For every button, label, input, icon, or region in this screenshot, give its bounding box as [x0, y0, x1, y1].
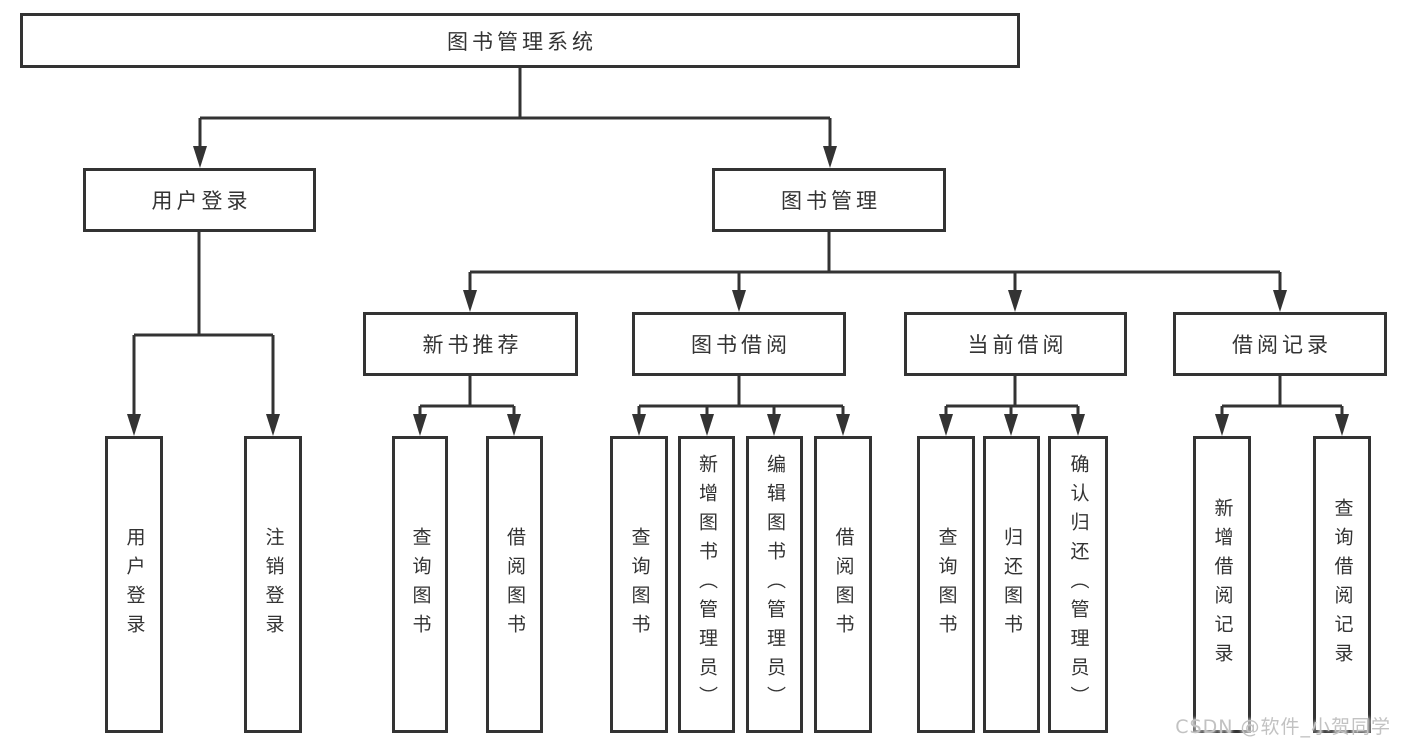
- leaf-add-borrow-record: 新增借阅记录: [1193, 436, 1251, 733]
- connector-root-to-level1: [193, 68, 837, 168]
- connector-book-borrow-children: [632, 376, 850, 436]
- node-borrow-records: 借阅记录: [1173, 312, 1387, 376]
- leaf-label: 查询图书: [409, 526, 432, 643]
- leaf-return-book: 归还图书: [983, 436, 1040, 733]
- connector-book-management-children: [463, 232, 1287, 312]
- leaf-edit-book-admin: 编辑图书（管理员）: [746, 436, 803, 733]
- leaf-label: 确认归还（管理员）: [1067, 454, 1090, 715]
- leaf-borrow-books-recommend: 借阅图书: [486, 436, 543, 733]
- leaf-query-books-borrow: 查询图书: [610, 436, 668, 733]
- leaf-query-borrow-record: 查询借阅记录: [1313, 436, 1371, 733]
- leaf-user-login: 用户登录: [105, 436, 163, 733]
- leaf-label: 查询图书: [935, 526, 958, 643]
- leaf-label: 归还图书: [1000, 526, 1023, 643]
- leaf-label: 新增借阅记录: [1211, 497, 1234, 672]
- leaf-query-books-recommend: 查询图书: [392, 436, 448, 733]
- watermark: CSDN @软件_小贺同学: [1175, 716, 1391, 738]
- connector-user-login-children: [127, 232, 280, 436]
- leaf-label: 查询图书: [628, 526, 651, 643]
- connector-borrow-records-children: [1215, 376, 1349, 436]
- connector-new-book-recommend-children: [413, 376, 521, 436]
- leaf-label: 编辑图书（管理员）: [763, 454, 786, 715]
- leaf-label: 注销登录: [262, 526, 285, 643]
- leaf-label: 新增图书（管理员）: [695, 454, 718, 715]
- node-new-book-recommend: 新书推荐: [363, 312, 578, 376]
- leaf-label: 查询借阅记录: [1331, 497, 1354, 672]
- leaf-add-book-admin: 新增图书（管理员）: [678, 436, 735, 733]
- leaf-query-books-current: 查询图书: [917, 436, 975, 733]
- node-book-management: 图书管理: [712, 168, 946, 232]
- leaf-label: 借阅图书: [503, 526, 526, 643]
- connector-current-borrow-children: [939, 376, 1085, 436]
- leaf-label: 用户登录: [123, 526, 146, 643]
- leaf-logout: 注销登录: [244, 436, 302, 733]
- leaf-borrow-books-2: 借阅图书: [814, 436, 872, 733]
- node-current-borrow: 当前借阅: [904, 312, 1127, 376]
- leaf-label: 借阅图书: [832, 526, 855, 643]
- leaf-confirm-return-admin: 确认归还（管理员）: [1048, 436, 1108, 733]
- node-book-borrow: 图书借阅: [632, 312, 846, 376]
- node-root: 图书管理系统: [20, 13, 1020, 68]
- node-user-login: 用户登录: [83, 168, 316, 232]
